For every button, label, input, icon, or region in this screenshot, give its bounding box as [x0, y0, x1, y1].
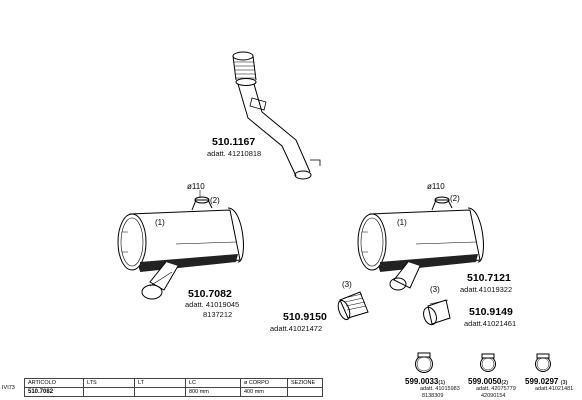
th-lc: LC [185, 378, 241, 388]
td-lc: 800 mm [185, 387, 241, 397]
muffler-right-callout-2: (2) [450, 194, 460, 203]
th-lts: LTS [83, 378, 135, 388]
clamp1-code: 599.0033(1) [405, 378, 445, 387]
clamp3-qty: (3) [560, 380, 568, 386]
td-corpo: 400 mm [240, 387, 288, 397]
td-articolo: 510.7082 [24, 387, 84, 397]
clamp1-code-text: 599.0033 [405, 377, 439, 386]
clamp-599-0033 [415, 352, 433, 373]
muffler-right-callout-1: (1) [397, 218, 407, 227]
th-sezione: SEZIONE [287, 378, 323, 388]
clamp3-ref: adatt.41021481 [535, 386, 574, 392]
elbow-right-code: 510.9149 [469, 306, 513, 318]
elbow-left-510-9150 [337, 291, 369, 321]
spec-table: ARTICOLO LTS LT LC ø CORPO SEZIONE 510.7… [24, 378, 323, 397]
clamp1-ref: adatt. 41015983 [420, 386, 460, 392]
pipe-510-1167 [232, 51, 321, 180]
td-sezione [287, 387, 323, 397]
th-corpo: ø CORPO [240, 378, 288, 388]
elbow-left-code: 510.9150 [283, 311, 327, 323]
elbow-right-callout: (3) [430, 285, 440, 294]
td-lt [134, 387, 186, 397]
muffler-left-code: 510.7082 [188, 288, 232, 300]
clamp2-code-text: 599.0050 [468, 377, 502, 386]
elbow-left-callout: (3) [342, 280, 352, 289]
muffler-left-ref: adatt. 41019045 [185, 300, 240, 309]
table-side-label: IVI73 [2, 385, 15, 391]
table-row: 510.7082 800 mm 400 mm [24, 387, 323, 397]
clamp2-ref: adatt. 42075779 [476, 386, 516, 392]
elbow-right-510-9149 [423, 299, 451, 326]
muffler-left-ref2: 8137212 [203, 310, 233, 319]
elbow-right-ref: adatt.41021461 [464, 319, 517, 328]
muffler-right-code: 510.7121 [467, 272, 511, 284]
elbow-left-ref: adatt.41021472 [270, 324, 323, 333]
muffler-left-callout-1: (1) [155, 218, 165, 227]
clamp3-code: 599.0297 (3) [525, 378, 567, 387]
th-lt: LT [134, 378, 186, 388]
pipe-code: 510.1167 [212, 136, 256, 148]
clamp1-ref2: 8138309 [422, 393, 444, 399]
muffler-right-diameter: ø110 [427, 182, 445, 191]
td-lts [83, 387, 135, 397]
clamp-599-0050 [480, 353, 496, 372]
muffler-right-ref: adatt.41019322 [460, 285, 513, 294]
muffler-left-510-7082 [117, 190, 244, 300]
muffler-left-callout-2: (2) [210, 196, 220, 205]
pipe-ref: adatt. 41210818 [207, 149, 262, 158]
muffler-left-diameter: ø110 [187, 182, 205, 191]
clamp2-ref2: 42090154 [481, 393, 506, 399]
table-header-row: ARTICOLO LTS LT LC ø CORPO SEZIONE [24, 378, 323, 388]
clamp3-code-text: 599.0297 [525, 377, 559, 386]
clamp1-qty: (1) [438, 380, 446, 386]
clamp2-code: 599.0050(2) [468, 378, 508, 387]
clamp-599-0297 [535, 353, 551, 372]
th-articolo: ARTICOLO [24, 378, 84, 388]
clamp2-qty: (2) [501, 380, 509, 386]
muffler-right-510-7121 [357, 196, 484, 291]
